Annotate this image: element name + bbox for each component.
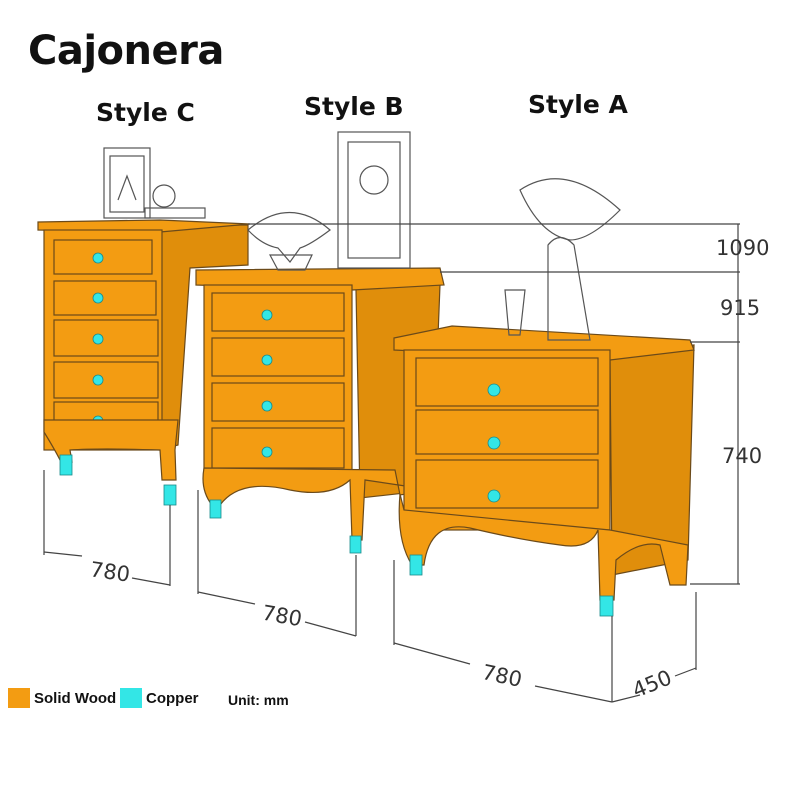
style-c-label: Style C [96,98,195,127]
copper-swatch [120,688,142,708]
height-915-label: 915 [720,296,761,320]
height-1090-label: 1090 [716,236,770,260]
style-a-label: Style A [528,90,628,119]
page-title: Cajonera [28,28,224,74]
height-740-label: 740 [722,444,763,468]
solid-wood-swatch [8,688,30,708]
unit-label: Unit: mm [228,692,289,708]
solid-wood-label: Solid Wood [34,690,117,707]
style-b-label: Style B [304,92,404,121]
dimension-lines [43,223,740,703]
copper-label: Copper [146,690,199,707]
style-a-chest [393,178,695,617]
style-c-chest [37,147,251,506]
